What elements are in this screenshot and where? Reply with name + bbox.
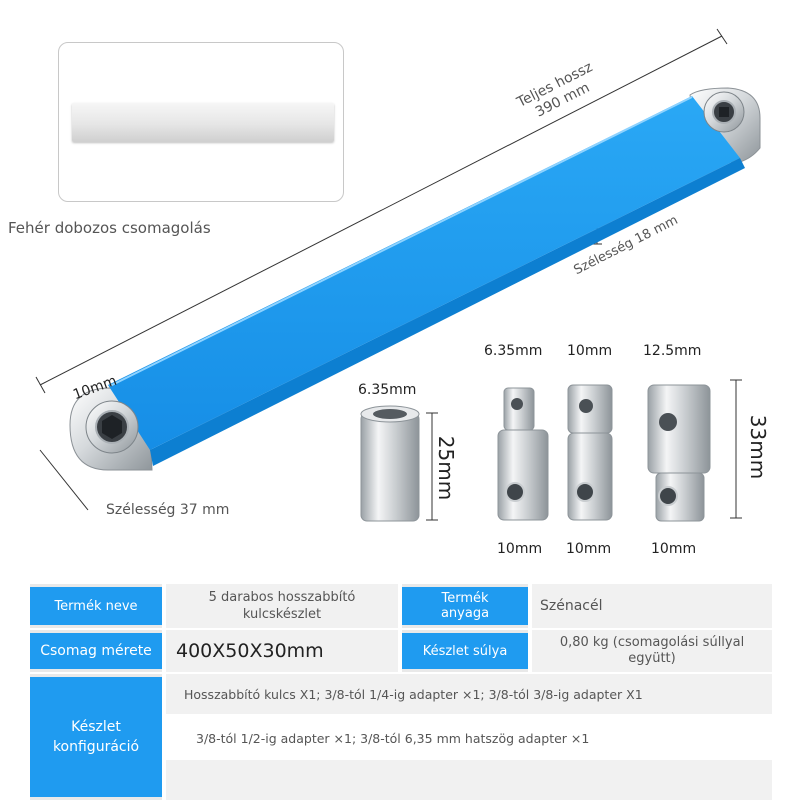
adapter-1-top-label: 6.35mm — [484, 343, 543, 359]
wrench-blue-body — [108, 96, 740, 450]
adapter-2-bottom-label: 10mm — [566, 541, 612, 557]
weight-header: Készlet súlya — [402, 630, 528, 672]
configuration-line-1: Hosszabbító kulcs X1; 3/8-tól 1/4-ig ada… — [166, 674, 772, 714]
adapter-3 — [647, 384, 711, 522]
configuration-line-2: 3/8-tól 1/2-ig adapter ×1; 3/8-tól 6,35 … — [166, 718, 772, 758]
adapter-2-top-label: 10mm — [567, 343, 613, 359]
adapter-3-bottom-label: 10mm — [651, 541, 697, 557]
weight-value: 0,80 kg (csomagolási súllyal együtt) — [532, 630, 772, 672]
spec-table: Termék neve 5 darabos hosszabbító kulcsk… — [30, 584, 772, 800]
adapter-1 — [497, 387, 549, 521]
material-header: Termék anyaga — [402, 584, 528, 628]
adapter-2 — [567, 384, 613, 521]
wrench-illustration — [35, 28, 761, 522]
socket-6-35mm — [360, 405, 420, 522]
wrench-side-face — [150, 158, 745, 466]
socket-height-dimension-line — [426, 412, 438, 521]
adapter-height-dimension-line — [730, 379, 742, 519]
product-name-header: Termék neve — [30, 584, 162, 628]
configuration-empty-row — [166, 760, 772, 800]
adapter-height-label: 33mm — [746, 414, 770, 480]
total-length-dimension-line — [35, 28, 728, 394]
adapter-1-bottom-label: 10mm — [497, 541, 543, 557]
extension-wrench — [69, 87, 761, 471]
configuration-header: Készlet konfiguráció — [30, 674, 162, 800]
package-size-value: 400X50X30mm — [166, 630, 398, 672]
socket-height-label: 25mm — [434, 435, 458, 501]
material-value: Szénacél — [532, 584, 772, 628]
package-size-header: Csomag mérete — [30, 630, 162, 672]
packaging-label: Fehér dobozos csomagolás — [8, 219, 211, 237]
width-37-label: Szélesség 37 mm — [106, 502, 230, 518]
adapter-3-top-label: 12.5mm — [643, 343, 702, 359]
white-box-packaging — [72, 103, 334, 142]
socket-top-label: 6.35mm — [358, 382, 417, 398]
width-37-dimension-line — [39, 449, 89, 511]
product-name-value: 5 darabos hosszabbító kulcskészlet — [166, 584, 398, 628]
